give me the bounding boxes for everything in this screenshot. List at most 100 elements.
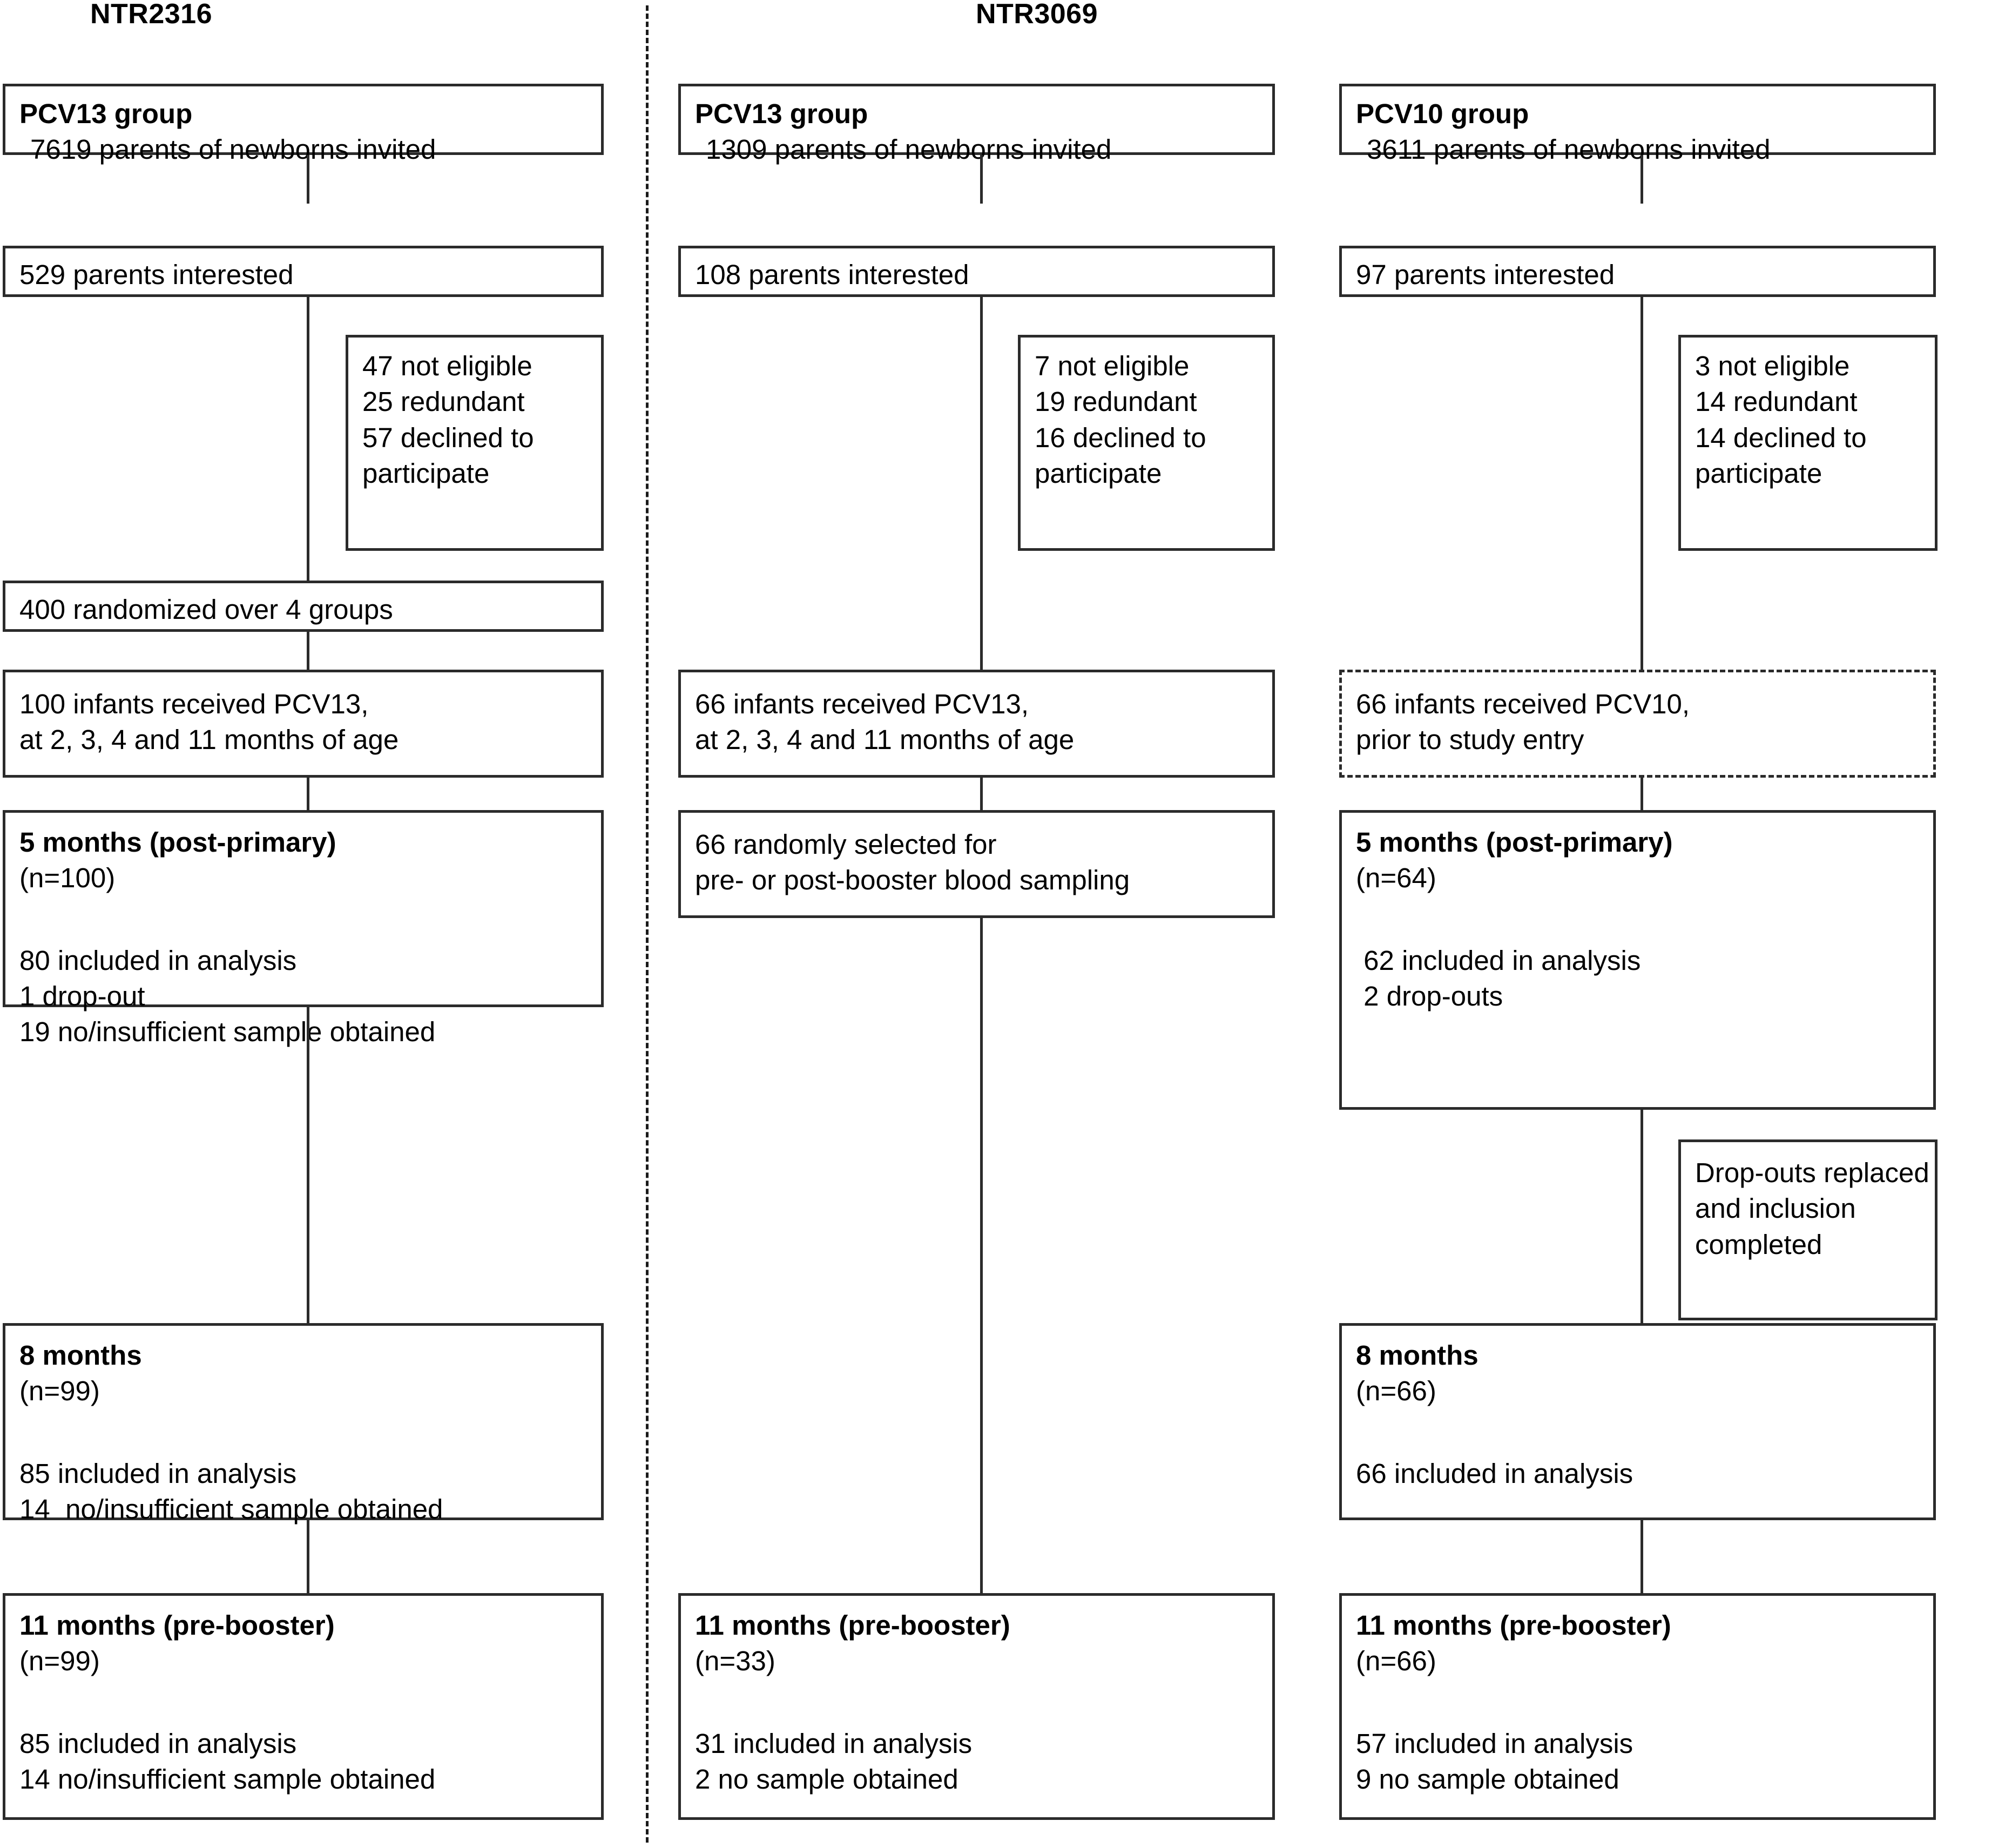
col3-5months-included: 62 included in analysis [1356,945,1641,976]
col3-8months-n: (n=66) [1356,1375,1436,1407]
column-title-ntr3069: NTR3069 [975,0,1098,30]
col3-received-line2: prior to study entry [1356,724,1584,756]
col3-interested-box: 97 parents interested [1339,246,1936,297]
col3-replaced-line3: completed [1695,1229,1822,1260]
col3-5months-title: 5 months (post-primary) [1356,827,1673,858]
col2-declined-line1: 16 declined to [1035,422,1206,453]
col3-5months-box: 5 months (post-primary) (n=64) 62 includ… [1339,810,1936,1110]
col3-replaced-box: Drop-outs replaced and inclusion complet… [1678,1139,1938,1320]
col3-11months-n: (n=66) [1356,1645,1436,1677]
col1-8months-title: 8 months [19,1340,142,1371]
col3-11months-title: 11 months (pre-booster) [1356,1610,1671,1641]
col1-connector-invited-interested [307,155,309,204]
col1-8months-box: 8 months (n=99) 85 included in analysis … [3,1323,604,1525]
col3-11months-nosample: 9 no sample obtained [1356,1763,1619,1795]
col1-5months-dropout: 1 drop-out [19,980,145,1011]
col3-connector-received-m5 [1641,778,1643,815]
col3-interested-text: 97 parents interested [1356,259,1615,290]
col1-received-line1: 100 infants received PCV13, [19,689,369,719]
col3-8months-box: 8 months (n=66) 66 included in analysis [1339,1323,1936,1520]
col1-5months-included: 80 included in analysis [19,945,297,976]
col2-selected-line1: 66 randomly selected for [695,829,997,860]
col2-selected-box: 66 randomly selected for pre- or post-bo… [678,810,1275,918]
col2-invited-box: PCV13 group 1309 parents of newborns inv… [678,84,1275,165]
col2-11months-n: (n=33) [695,1645,775,1677]
col1-11months-spacer [19,1680,587,1726]
col3-replaced-line1: Drop-outs replaced [1695,1157,1929,1188]
col1-connector-m8-m11 [307,1520,309,1596]
col2-received-box: 66 infants received PCV13, at 2, 3, 4 an… [678,670,1275,778]
col3-connector-invited-interested [1641,155,1643,204]
col2-11months-box: 11 months (pre-booster) (n=33) 31 includ… [678,1593,1275,1820]
col3-declined-line1: 14 declined to [1695,422,1867,453]
col2-connector-selected-m11 [980,918,983,1596]
col2-selected-line2: pre- or post-booster blood sampling [695,865,1130,896]
col2-interested-text: 108 parents interested [695,259,969,290]
col1-connector-m5-m8 [307,1007,309,1328]
col2-invited-line: 1309 parents of newborns invited [706,134,1112,165]
col1-5months-n: (n=100) [19,862,116,894]
col1-randomized-box: 400 randomized over 4 groups [3,581,604,632]
col2-11months-title: 11 months (pre-booster) [695,1610,1010,1641]
col1-8months-spacer [19,1409,587,1456]
col1-connector-randomized-received [307,632,309,675]
col2-connector-invited-interested [980,155,983,204]
col3-declined-line2: participate [1695,457,1822,489]
col3-received-box-dashed: 66 infants received PCV10, prior to stud… [1339,670,1936,778]
col2-connector-interested-received [980,297,983,686]
col2-11months-nosample: 2 no sample obtained [695,1763,958,1795]
col3-5months-n: (n=64) [1356,862,1436,894]
col1-interested-text: 529 parents interested [19,259,294,290]
col2-received-line2: at 2, 3, 4 and 11 months of age [695,724,1075,756]
col1-11months-title: 11 months (pre-booster) [19,1610,335,1641]
col1-received-box: 100 infants received PCV13, at 2, 3, 4 a… [3,670,604,778]
col3-connector-m8-m11 [1641,1520,1643,1596]
col3-11months-box: 11 months (pre-booster) (n=66) 57 includ… [1339,1593,1936,1820]
col1-11months-included: 85 included in analysis [19,1728,297,1759]
col1-11months-box: 11 months (pre-booster) (n=99) 85 includ… [3,1593,604,1820]
col1-redundant: 25 redundant [362,386,525,417]
col1-5months-title: 5 months (post-primary) [19,827,336,858]
col3-5months-dropout: 2 drop-outs [1356,980,1503,1011]
col2-redundant: 19 redundant [1035,386,1197,417]
col3-redundant: 14 redundant [1695,386,1858,417]
col2-11months-included: 31 included in analysis [695,1728,973,1759]
col1-8months-included: 85 included in analysis [19,1458,297,1489]
col2-interested-box: 108 parents interested [678,246,1275,297]
col1-11months-nosample: 14 no/insufficient sample obtained [19,1763,436,1795]
col1-invited-box: PCV13 group 7619 parents of newborns inv… [3,84,604,165]
col1-5months-box: 5 months (post-primary) (n=100) 80 inclu… [3,810,604,1047]
col3-exclusions-box: 3 not eligible 14 redundant 14 declined … [1678,335,1938,551]
col2-received-line1: 66 infants received PCV13, [695,689,1029,719]
col3-8months-title: 8 months [1356,1340,1479,1371]
col3-received-line1: 66 infants received PCV10, [1356,689,1690,719]
col1-connector-received-m5 [307,778,309,815]
col3-11months-spacer [1356,1680,1919,1726]
col2-not-eligible: 7 not eligible [1035,350,1190,381]
study-divider [646,5,649,1843]
col1-randomized-text: 400 randomized over 4 groups [19,594,393,625]
col1-group-label: PCV13 group [19,98,193,129]
col2-exclusions-box: 7 not eligible 19 redundant 16 declined … [1018,335,1275,551]
col1-declined-line1: 57 declined to [362,422,534,453]
col1-11months-n: (n=99) [19,1645,100,1677]
col1-5months-nosample: 19 no/insufficient sample obtained [19,1016,436,1048]
col1-interested-box: 529 parents interested [3,246,604,297]
col1-8months-nosample: 14 no/insufficient sample obtained [19,1493,443,1525]
col3-11months-included: 57 included in analysis [1356,1728,1633,1759]
col1-8months-n: (n=99) [19,1375,100,1407]
col3-group-label: PCV10 group [1356,98,1529,129]
col3-not-eligible: 3 not eligible [1695,350,1850,381]
column-title-ntr2316: NTR2316 [90,0,213,30]
col2-11months-spacer [695,1680,1258,1726]
col3-8months-spacer [1356,1409,1919,1456]
col1-5months-spacer [19,896,587,943]
col3-8months-included: 66 included in analysis [1356,1458,1633,1489]
col1-declined-line2: participate [362,457,490,489]
col1-received-line2: at 2, 3, 4 and 11 months of age [19,724,399,756]
col1-connector-interested-randomized [307,297,309,594]
col2-declined-line2: participate [1035,457,1162,489]
col1-not-eligible: 47 not eligible [362,350,532,381]
col1-invited-line: 7619 parents of newborns invited [30,134,436,165]
